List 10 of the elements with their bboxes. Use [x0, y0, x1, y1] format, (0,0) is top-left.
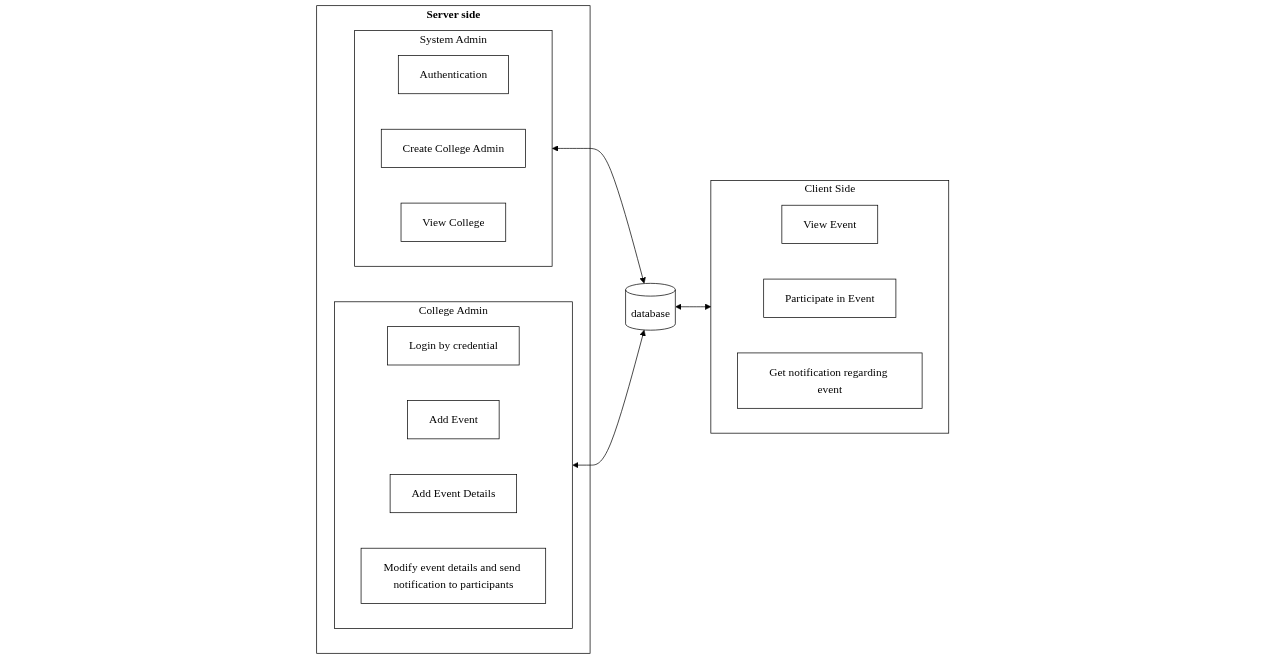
node-box: Modify event details and send notification to participants [361, 547, 547, 604]
node-box: Create College Admin [381, 128, 527, 168]
node-box: Login by credential [387, 326, 520, 366]
node-box: View College [400, 202, 507, 242]
node-box: Authentication [398, 55, 510, 95]
node-box: Add Event Details [390, 474, 518, 514]
node-box: Get notification regarding event [737, 352, 923, 409]
node-box: Participate in Event [763, 278, 897, 318]
node-box: Add Event [407, 400, 500, 440]
node-box: View Event [781, 204, 879, 244]
